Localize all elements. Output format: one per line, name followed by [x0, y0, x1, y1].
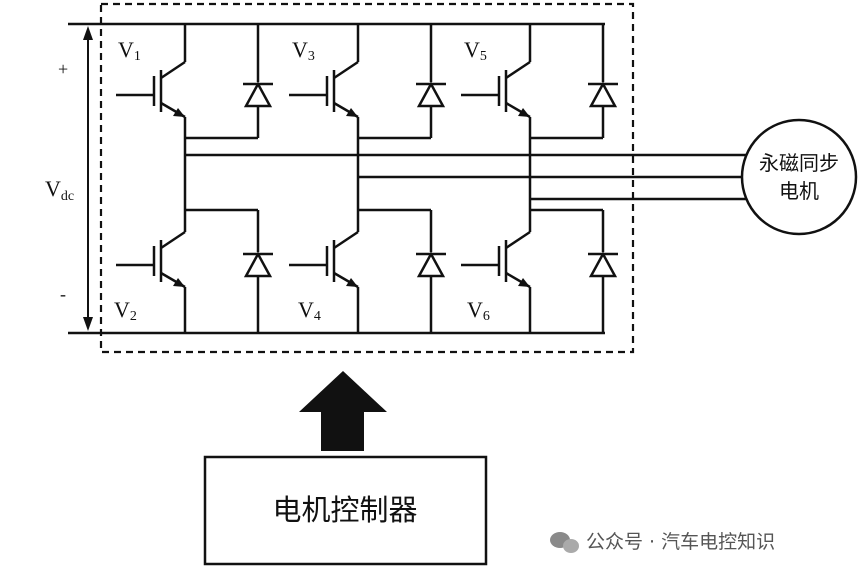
label-v2: V2 [114, 297, 137, 324]
label-v3: V3 [292, 37, 315, 64]
label-v6: V6 [467, 297, 490, 324]
label-v5: V5 [464, 37, 487, 64]
vdc-arrow [83, 26, 93, 331]
motor-label-line2: 电机 [779, 179, 819, 203]
vdc-label: Vdc [45, 176, 74, 204]
label-v4: V4 [298, 297, 321, 324]
inverter-leg-1 [116, 24, 273, 333]
inverter-leg-2 [289, 24, 446, 333]
inverter-leg-3 [461, 24, 618, 333]
motor-circle [740, 118, 858, 236]
watermark-text: 公众号 · 汽车电控知识 [586, 531, 775, 553]
phase-output-lines [185, 153, 746, 201]
control-arrow [299, 371, 387, 451]
wechat-watermark-icon [550, 532, 579, 553]
inverter-dashed-boundary [99, 2, 635, 354]
plus-sign: + [58, 59, 68, 79]
minus-sign: - [60, 284, 66, 304]
controller-box [203, 455, 488, 566]
motor-label-line1: 永磁同步 [759, 151, 839, 175]
controller-label: 电机控制器 [272, 493, 417, 527]
label-v1: V1 [118, 37, 141, 64]
